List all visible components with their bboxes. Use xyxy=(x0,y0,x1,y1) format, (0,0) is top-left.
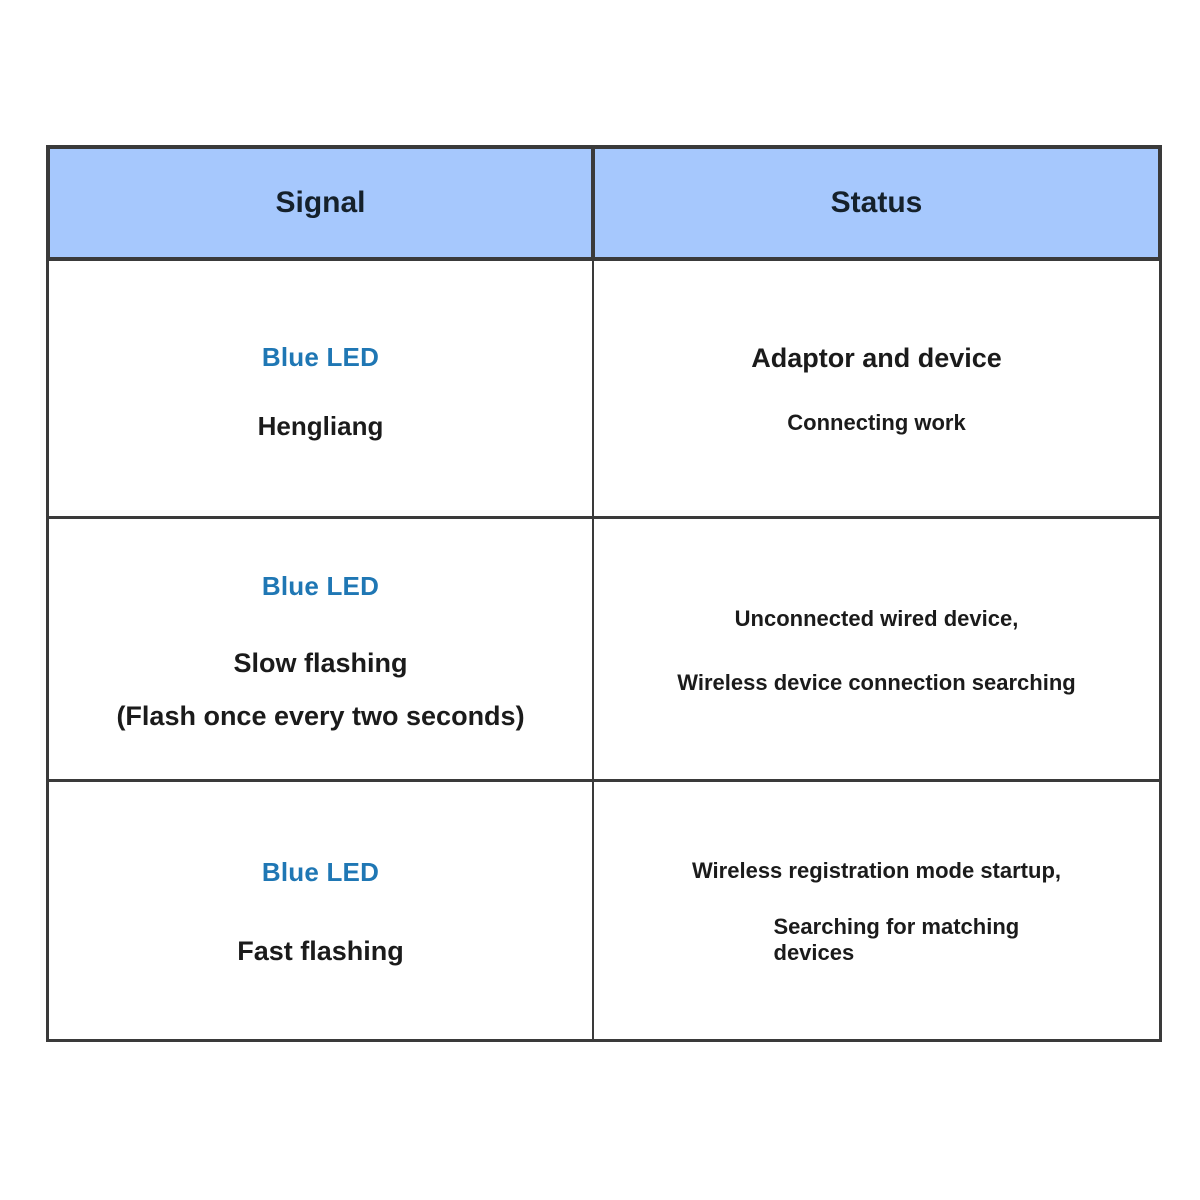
led-status-table: Signal Status Blue LED Hengliang Adaptor… xyxy=(46,145,1162,1042)
status-secondary-text: Connecting work xyxy=(787,410,966,435)
cell-status-row-3: Wireless registration mode startup, Sear… xyxy=(594,782,1162,1042)
led-indicator-label: Blue LED xyxy=(261,570,380,601)
led-indicator-label: Blue LED xyxy=(261,341,380,372)
signal-description: Slow flashing xyxy=(233,647,408,678)
cell-signal-row-3: Blue LED Fast flashing xyxy=(46,782,594,1042)
table-row: Blue LED Slow flashing (Flash once every… xyxy=(46,519,1162,782)
status-primary-text: Adaptor and device xyxy=(751,343,1002,373)
table-header: Signal Status xyxy=(46,145,1162,261)
led-status-table-container: Signal Status Blue LED Hengliang Adaptor… xyxy=(46,145,1162,1042)
cell-status-row-1: Adaptor and device Connecting work xyxy=(594,261,1162,519)
signal-description: Hengliang xyxy=(257,410,384,441)
column-header-signal: Signal xyxy=(46,145,594,261)
led-indicator-label: Blue LED xyxy=(261,856,380,887)
status-primary-text: Wireless registration mode startup, xyxy=(691,857,1061,883)
signal-description: Fast flashing xyxy=(237,935,404,966)
status-primary-text: Unconnected wired device, xyxy=(734,606,1019,631)
signal-description-detail: (Flash once every two seconds) xyxy=(116,700,525,731)
cell-signal-row-2: Blue LED Slow flashing (Flash once every… xyxy=(46,519,594,782)
status-secondary-text: Wireless device connection searching xyxy=(677,670,1076,695)
cell-signal-row-1: Blue LED Hengliang xyxy=(46,261,594,519)
column-header-status: Status xyxy=(594,145,1162,261)
table-row: Blue LED Fast flashing Wireless registra… xyxy=(46,782,1162,1042)
table-body: Blue LED Hengliang Adaptor and device Co… xyxy=(46,261,1162,1042)
status-secondary-text: Searching for matching devices xyxy=(773,913,1020,965)
table-row: Blue LED Hengliang Adaptor and device Co… xyxy=(46,261,1162,519)
cell-status-row-2: Unconnected wired device, Wireless devic… xyxy=(594,519,1162,782)
table-header-row: Signal Status xyxy=(46,145,1162,261)
